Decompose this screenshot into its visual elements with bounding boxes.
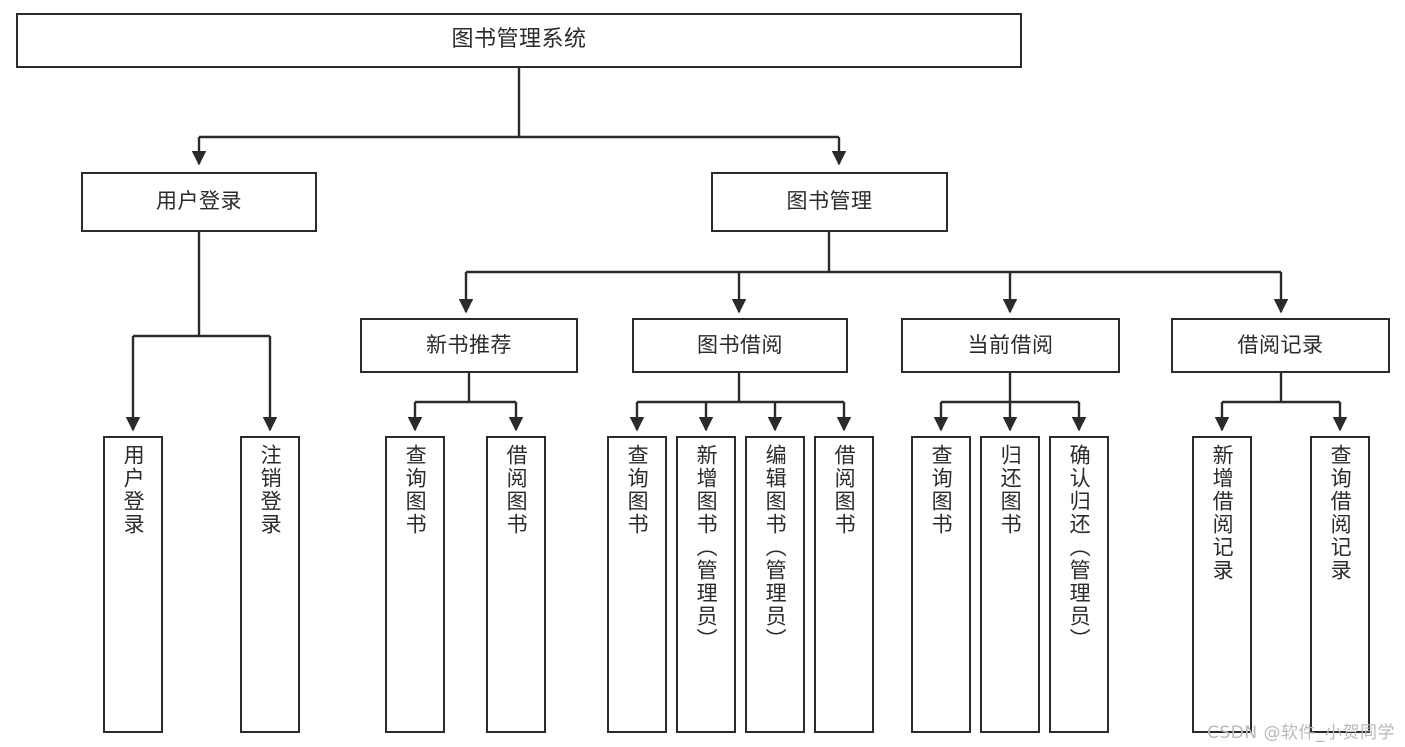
node-root-system[interactable]: 图书管理系统 (16, 13, 1022, 68)
leaf-borrow-edit-book-admin[interactable]: 编辑图书（管理员） (745, 436, 805, 733)
node-current-borrow[interactable]: 当前借阅 (901, 318, 1120, 373)
node-label: 查询图书 (625, 444, 650, 536)
leaf-record-add-record[interactable]: 新增借阅记录 (1192, 436, 1252, 733)
node-label: 查询图书 (403, 444, 428, 536)
leaf-current-return-book[interactable]: 归还图书 (980, 436, 1040, 733)
watermark-text: CSDN @软件_小贺同学 (1207, 723, 1395, 743)
node-label: 当前借阅 (967, 332, 1054, 357)
node-label: 查询图书 (929, 444, 954, 536)
leaf-current-confirm-return-admin[interactable]: 确认归还（管理员） (1049, 436, 1109, 733)
node-label: 查询借阅记录 (1328, 444, 1353, 582)
node-label: 借阅记录 (1237, 332, 1324, 357)
leaf-borrow-query-book[interactable]: 查询图书 (607, 436, 667, 733)
node-new-book-recommend[interactable]: 新书推荐 (360, 318, 578, 373)
leaf-user-logout[interactable]: 注销登录 (240, 436, 300, 733)
node-label: 注销登录 (258, 444, 283, 536)
node-label: 新增借阅记录 (1210, 444, 1235, 582)
leaf-recommend-borrow-book[interactable]: 借阅图书 (486, 436, 546, 733)
node-label: 用户登录 (156, 189, 242, 214)
node-book-management[interactable]: 图书管理 (711, 172, 948, 232)
leaf-recommend-query-book[interactable]: 查询图书 (385, 436, 445, 733)
leaf-user-login[interactable]: 用户登录 (103, 436, 163, 733)
node-label: 确认归还（管理员） (1067, 444, 1092, 651)
node-label: 编辑图书（管理员） (763, 444, 788, 651)
node-label: 借阅图书 (504, 444, 529, 536)
leaf-current-query-book[interactable]: 查询图书 (911, 436, 971, 733)
node-borrow-record[interactable]: 借阅记录 (1171, 318, 1390, 373)
leaf-borrow-borrow-book[interactable]: 借阅图书 (814, 436, 874, 733)
node-label: 图书借阅 (697, 332, 783, 357)
node-label: 图书管理 (786, 189, 873, 214)
node-book-borrow[interactable]: 图书借阅 (632, 318, 848, 373)
leaf-borrow-add-book-admin[interactable]: 新增图书（管理员） (676, 436, 736, 733)
node-label: 借阅图书 (832, 444, 857, 536)
node-label: 归还图书 (998, 444, 1023, 536)
leaf-record-query-record[interactable]: 查询借阅记录 (1310, 436, 1370, 733)
node-label: 用户登录 (121, 444, 146, 536)
node-user-login[interactable]: 用户登录 (81, 172, 317, 232)
node-label: 新书推荐 (426, 332, 512, 357)
node-label: 图书管理系统 (451, 27, 587, 53)
node-label: 新增图书（管理员） (694, 444, 719, 651)
